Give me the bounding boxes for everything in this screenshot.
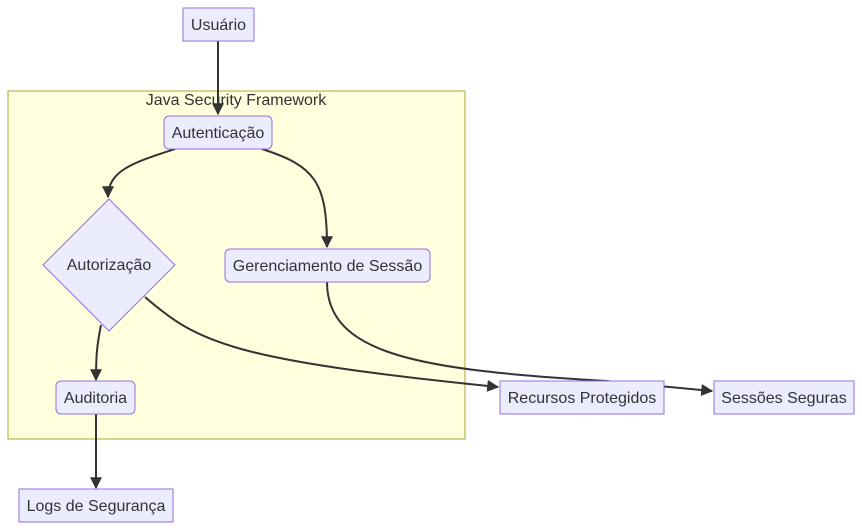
- node-autenticacao[interactable]: Autenticação: [163, 115, 273, 150]
- node-sessoes-box: [713, 380, 855, 415]
- node-usuario[interactable]: Usuário: [182, 7, 255, 42]
- node-recursos-box: [499, 380, 665, 415]
- node-logs-box: [18, 488, 174, 523]
- edge-autenticacao-gerenciamento: [261, 148, 333, 249]
- node-autenticacao-box: [163, 115, 273, 150]
- node-auditoria-label: Auditoria: [64, 390, 127, 407]
- node-auditoria-box: [55, 380, 136, 415]
- node-recursos-label: Recursos Protegidos: [508, 390, 657, 407]
- node-gerenciamento-box: [224, 248, 431, 283]
- node-logs-label: Logs de Segurança: [27, 498, 166, 515]
- node-gerenciamento-de-sessao[interactable]: Gerenciamento de Sessão: [224, 248, 431, 283]
- node-sessoes-seguras[interactable]: Sessões Seguras: [713, 380, 855, 415]
- node-autorizacao-diamond: [42, 198, 176, 332]
- cluster-title: Java Security Framework: [146, 92, 327, 109]
- node-usuario-box: [182, 7, 255, 42]
- node-recursos-protegidos[interactable]: Recursos Protegidos: [499, 380, 665, 415]
- node-usuario-label: Usuário: [191, 17, 246, 34]
- node-logs-de-seguranca[interactable]: Logs de Segurança: [18, 488, 174, 523]
- edge-autorizacao-recursos: [144, 296, 500, 392]
- node-autorizacao[interactable]: Autorização: [42, 198, 176, 332]
- node-autenticacao-label: Autenticação: [172, 125, 265, 142]
- node-auditoria[interactable]: Auditoria: [55, 380, 136, 415]
- node-autorizacao-label: Autorização: [67, 257, 152, 274]
- node-sessoes-label: Sessões Seguras: [721, 390, 846, 407]
- edge-autorizacao-auditoria: [90, 324, 103, 382]
- edges: [90, 41, 714, 490]
- edge-gerenciamento-sessoes: [326, 281, 714, 396]
- node-gerenciamento-label: Gerenciamento de Sessão: [233, 258, 423, 275]
- edge-autenticacao-autorizacao: [102, 148, 176, 199]
